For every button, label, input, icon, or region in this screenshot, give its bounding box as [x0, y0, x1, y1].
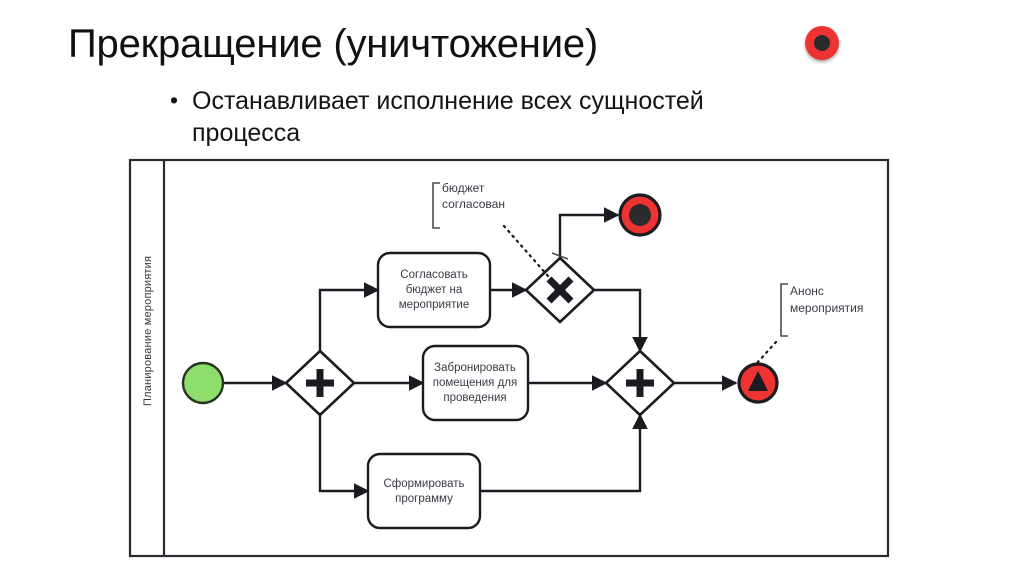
annotation-leader-line	[755, 340, 778, 365]
flow-split-to-program	[318, 415, 370, 499]
annotation-line: мероприятия	[790, 301, 863, 315]
triangle-icon	[748, 371, 768, 391]
task-line: помещения для	[433, 377, 518, 389]
annotation-line: Анонс	[790, 284, 824, 298]
task-line: мероприятие	[399, 299, 469, 311]
pool-label: Планирование мероприятия	[142, 256, 154, 406]
terminate-end-event-icon	[805, 26, 839, 60]
gateway-parallel-split	[284, 349, 356, 417]
gateway-parallel-join	[604, 349, 676, 417]
annotation-leader-line	[502, 224, 550, 278]
flow-decision-to-terminate	[558, 207, 620, 258]
task-line: программу	[395, 493, 453, 505]
end-event-escalation	[737, 362, 779, 404]
task-line: бюджет на	[406, 284, 463, 296]
page-title: Прекращение (уничтожение)	[68, 22, 599, 66]
task-line: Сформировать	[383, 478, 464, 490]
task-line: Согласовать	[400, 269, 467, 281]
sequence-flows	[224, 207, 738, 499]
task-approve-budget[interactable]: Согласовать бюджет на мероприятие	[376, 251, 492, 329]
flow-program-to-join	[480, 413, 648, 493]
annotation-line: согласован	[442, 197, 505, 211]
bullet-marker-icon: •	[170, 87, 179, 113]
pool-container	[128, 158, 890, 558]
gateway-exclusive-decision	[524, 252, 596, 324]
bullet-list: • Останавливает исполнение всех сущносте…	[170, 86, 810, 149]
end-event-terminate	[618, 193, 662, 237]
flow-decision-to-join	[594, 288, 648, 353]
flow-split-to-approve	[318, 282, 380, 351]
annotation-line: бюджет	[442, 181, 485, 195]
annotation-event-announce: Анонс мероприятия	[755, 283, 863, 365]
task-line: проведения	[443, 392, 506, 404]
annotation-budget-approved: бюджет согласован	[432, 181, 550, 278]
start-event	[181, 361, 225, 405]
task-make-program[interactable]: Сформировать программу	[366, 452, 482, 530]
bpmn-diagram: Планирование мероприятия	[128, 158, 890, 558]
bullet-text: Останавливает исполнение всех сущностей …	[192, 87, 704, 147]
terminate-core-icon	[814, 35, 830, 51]
list-item: • Останавливает исполнение всех сущносте…	[170, 86, 810, 149]
task-book-rooms[interactable]: Забронировать помещения для проведения	[421, 344, 530, 422]
task-line: Забронировать	[434, 362, 516, 374]
